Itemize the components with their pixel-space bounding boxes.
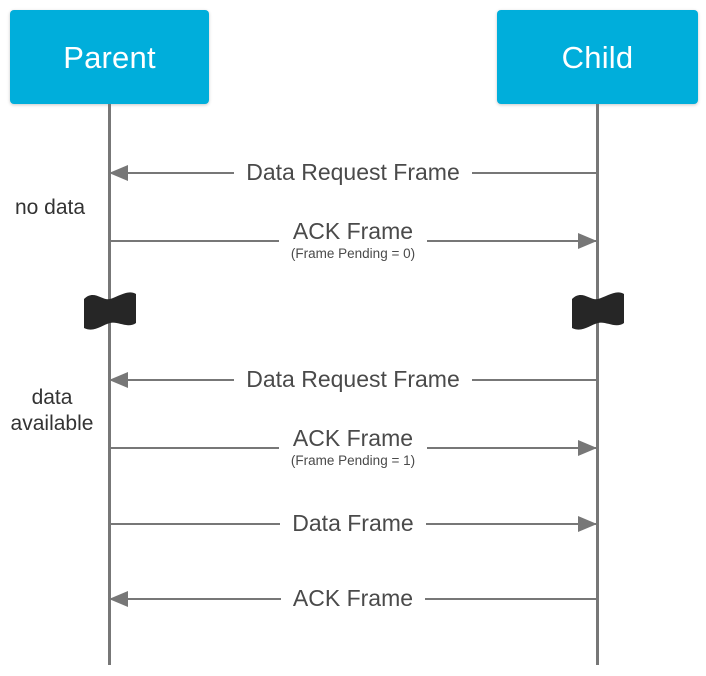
wave-break-icon-child <box>572 292 624 330</box>
message-label: Data Request Frame <box>234 159 472 185</box>
message-label-text: Data Frame <box>292 510 414 536</box>
message-label: Data Frame <box>280 510 426 536</box>
arrowhead-left-icon <box>109 165 128 181</box>
wave-break-icon-parent <box>84 292 136 330</box>
message-sublabel-text: (Frame Pending = 0) <box>290 246 416 261</box>
note-data-available: data available <box>10 386 94 435</box>
arrowhead-left-icon <box>109 591 128 607</box>
actor-box-parent[interactable]: Parent <box>10 10 209 104</box>
lifeline-child <box>596 104 599 665</box>
arrowhead-right-icon <box>578 233 597 249</box>
message-label: ACK Frame <box>280 585 426 611</box>
message-label-text: ACK Frame <box>292 585 414 611</box>
message-label-text: ACK Frame <box>292 425 414 451</box>
message-label-text: ACK Frame <box>292 218 414 244</box>
message-label: Data Request Frame <box>234 366 472 392</box>
message-label: ACK Frame (Frame Pending = 0) <box>278 218 428 262</box>
message-label-text: Data Request Frame <box>246 159 460 185</box>
message-sublabel-text: (Frame Pending = 1) <box>290 453 416 468</box>
actor-label-parent: Parent <box>63 39 156 75</box>
arrowhead-right-icon <box>578 440 597 456</box>
note-no-data: no data <box>14 196 86 219</box>
message-label-text: Data Request Frame <box>246 366 460 392</box>
actor-box-child[interactable]: Child <box>497 10 698 104</box>
message-label: ACK Frame (Frame Pending = 1) <box>278 425 428 469</box>
arrowhead-right-icon <box>578 516 597 532</box>
arrowhead-left-icon <box>109 372 128 388</box>
actor-label-child: Child <box>561 39 634 75</box>
